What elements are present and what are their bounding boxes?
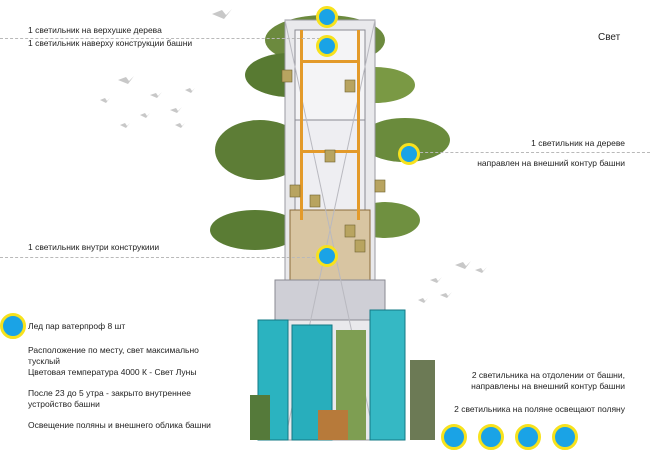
legend-paragraph-placement: Расположение по месту, свет максимально … [28,345,199,377]
annotation-tree-right-1: 1 светильник на дереве [531,138,625,148]
leader-line-right [405,152,650,153]
birds-flock [100,9,487,303]
annotation-bottom-right-1: 2 светильника на отдолении от башни, [471,370,625,380]
ground-light-marker-1 [441,424,467,450]
annotation-top-1: 1 светильник на верхушке дерева [28,25,162,35]
page-title: Свет [598,32,621,43]
light-marker-tree-top [316,6,338,28]
tower-base [250,309,435,441]
legend-light-icon [0,313,26,339]
legend-paragraph-purpose: Освещение поляны и внешнего облика башни [28,420,211,430]
light-marker-tree-right [398,143,420,165]
ground-light-marker-4 [552,424,578,450]
ground-light-marker-2 [478,424,504,450]
annotation-tree-right-2: направлен на внешний контур башни [477,158,625,168]
legend-description: Расположение по месту, свет максимально … [28,345,268,441]
annotation-top-2: 1 светильник наверху конструкции башни [28,38,193,48]
light-marker-inside [316,245,338,267]
leader-line-top [0,38,320,39]
annotation-bottom-right-3: 2 светильника на поляне освещают поляну [454,404,625,414]
annotation-inside: 1 светильник внутри конструкиии [28,242,160,252]
legend-item-label: Лед пар ватерпроф 8 шт [28,321,126,331]
planters [281,69,386,253]
annotation-bottom-right-2: направлены на внешний контур башни [471,381,625,391]
ground-light-marker-3 [515,424,541,450]
legend-paragraph-schedule: После 23 до 5 утра - закрыто внутреннее … [28,388,191,409]
leader-line-inside [0,257,325,258]
light-marker-tower-top [316,35,338,57]
